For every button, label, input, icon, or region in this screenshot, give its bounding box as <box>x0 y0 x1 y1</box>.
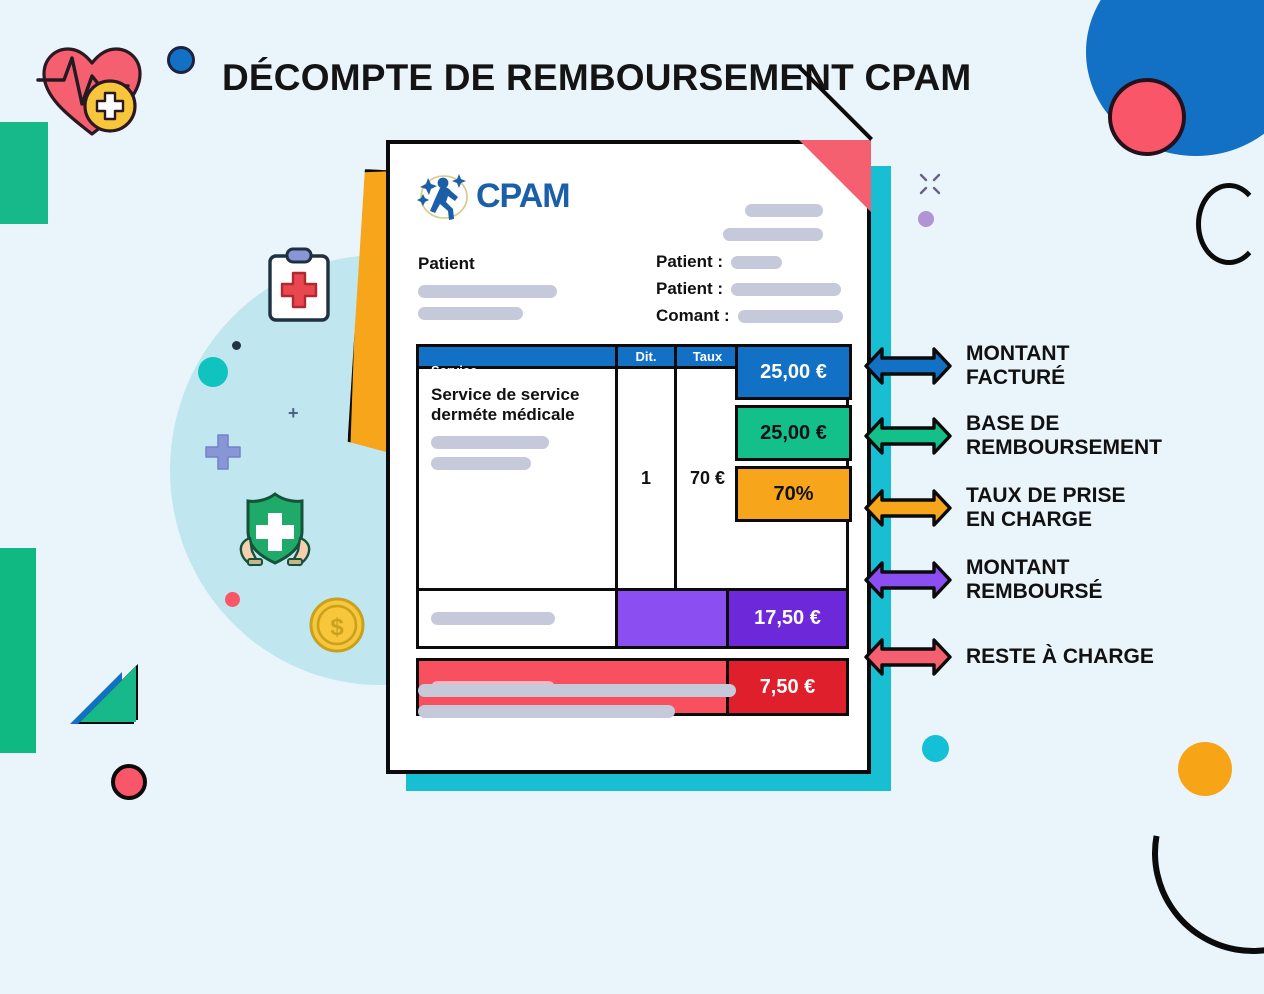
callout-reste-a-charge: RESTE À CHARGE <box>862 634 1154 680</box>
cpam-running-man-icon <box>417 174 468 220</box>
placeholder-bar <box>431 612 555 625</box>
placeholder-bar <box>418 684 736 697</box>
cpam-logo: CPAM <box>416 170 841 222</box>
dark-dot-decoration <box>232 341 241 350</box>
teal-dot-decoration <box>198 357 228 387</box>
placeholder-bar <box>731 282 842 296</box>
heart-pulse-icon <box>36 47 142 136</box>
reimbursed-label-cell <box>419 591 615 646</box>
double-arrow-icon <box>864 417 952 455</box>
amount-remaining: 7,50 € <box>726 661 846 713</box>
placeholder-bar <box>745 204 823 217</box>
patient-section-label: Patient <box>418 254 475 273</box>
amount-base: 25,00 € <box>735 405 852 461</box>
document-corner-fold <box>799 140 871 212</box>
statement-table: Service Dit. Taux Service de service der… <box>416 344 852 716</box>
rate-cell: 70 € <box>674 369 738 588</box>
placeholder-bar <box>431 457 531 471</box>
double-arrow-icon <box>864 638 952 676</box>
callout-label: TAUX DE PRISE EN CHARGE <box>966 484 1126 531</box>
cpam-statement-document: CPAM Patient Patient : Patient : <box>386 64 873 774</box>
shield-hands-icon <box>239 492 311 567</box>
placeholder-bar <box>723 228 823 241</box>
green-triangle-decoration <box>80 666 136 722</box>
teal-dot-bottom-decoration <box>922 735 949 762</box>
cpam-logo-text: CPAM <box>476 176 571 215</box>
rate-value: 70 € <box>689 468 726 488</box>
service-placeholder-bars <box>431 436 549 478</box>
green-rectangle-top-decoration <box>0 122 48 224</box>
document-meta-section: Patient : Patient : Comant : <box>656 252 843 326</box>
callout-label: BASE DE REMBOURSEMENT <box>966 412 1163 459</box>
lavender-plus-icon <box>205 434 241 470</box>
placeholder-bar <box>737 309 843 323</box>
callout-montant-rembourse: MONTANT REMBOURSÉ <box>862 556 1103 603</box>
callout-label: MONTANT REMBOURSÉ <box>966 556 1103 603</box>
meta-row: Patient : <box>656 252 843 272</box>
patient-section: Patient <box>418 254 557 329</box>
table-row-reimbursed: 17,50 € <box>416 591 849 649</box>
purple-dot-decoration <box>918 211 934 227</box>
amount-billed: 25,00 € <box>735 344 852 400</box>
placeholder-bar <box>418 307 523 320</box>
amount-coverage-rate: 70% <box>735 466 852 522</box>
orange-circle-decoration <box>1178 742 1232 796</box>
double-arrow-icon <box>864 347 952 385</box>
column-header-service: Service <box>431 363 478 378</box>
blue-dot-decoration <box>167 46 195 74</box>
svg-text:$: $ <box>330 614 344 641</box>
column-header-rate: Taux <box>674 347 738 366</box>
callout-base-remboursement: BASE DE REMBOURSEMENT <box>862 412 1162 459</box>
table-row: Service de service derméte médicale 1 70… <box>416 369 849 591</box>
placeholder-bar <box>731 255 783 269</box>
service-name: Service de service derméte médicale <box>431 385 580 425</box>
document-footer-bars <box>418 684 736 718</box>
document-header: CPAM <box>416 170 841 241</box>
callout-label: RESTE À CHARGE <box>966 645 1154 669</box>
page-title: DÉCOMPTE DE REMBOURSEMENT CPAM <box>222 57 972 98</box>
callout-label: MONTANT FACTURÉ <box>966 342 1070 389</box>
amount-boxes: 25,00 € 25,00 € 70% <box>735 344 852 527</box>
placeholder-bar <box>431 436 549 450</box>
column-header-quantity: Dit. <box>615 347 674 366</box>
clipboard-cross-icon <box>268 247 330 322</box>
service-cell: Service de service derméte médicale <box>419 369 615 588</box>
red-circle-decoration <box>1108 78 1186 156</box>
quantity-cell: 1 <box>615 369 674 588</box>
black-arc-decoration <box>1196 183 1262 265</box>
coin-dollar-icon: $ <box>309 597 365 653</box>
document-header-placeholder-bars <box>723 204 823 241</box>
reimbursed-bar <box>615 591 726 646</box>
meta-row: Patient : <box>656 279 843 299</box>
amount-reimbursed: 17,50 € <box>726 591 846 646</box>
meta-key: Patient : <box>656 252 724 271</box>
callout-montant-facture: MONTANT FACTURÉ <box>862 342 1069 389</box>
placeholder-bar <box>418 705 675 718</box>
meta-key: Patient : <box>656 279 724 298</box>
meta-row: Comant : <box>656 306 843 326</box>
callout-taux-prise-en-charge: TAUX DE PRISE EN CHARGE <box>862 484 1125 531</box>
sparkle-icon <box>919 173 941 195</box>
pink-ring-dot-decoration <box>111 764 147 800</box>
plus-icon: + <box>288 403 299 423</box>
pink-dot-decoration <box>225 592 240 607</box>
meta-key: Comant : <box>656 306 730 325</box>
quantity-value: 1 <box>640 468 651 488</box>
green-rectangle-bottom-decoration <box>0 548 36 753</box>
placeholder-bar <box>418 285 557 298</box>
double-arrow-icon <box>864 489 952 527</box>
double-arrow-icon <box>864 561 952 599</box>
